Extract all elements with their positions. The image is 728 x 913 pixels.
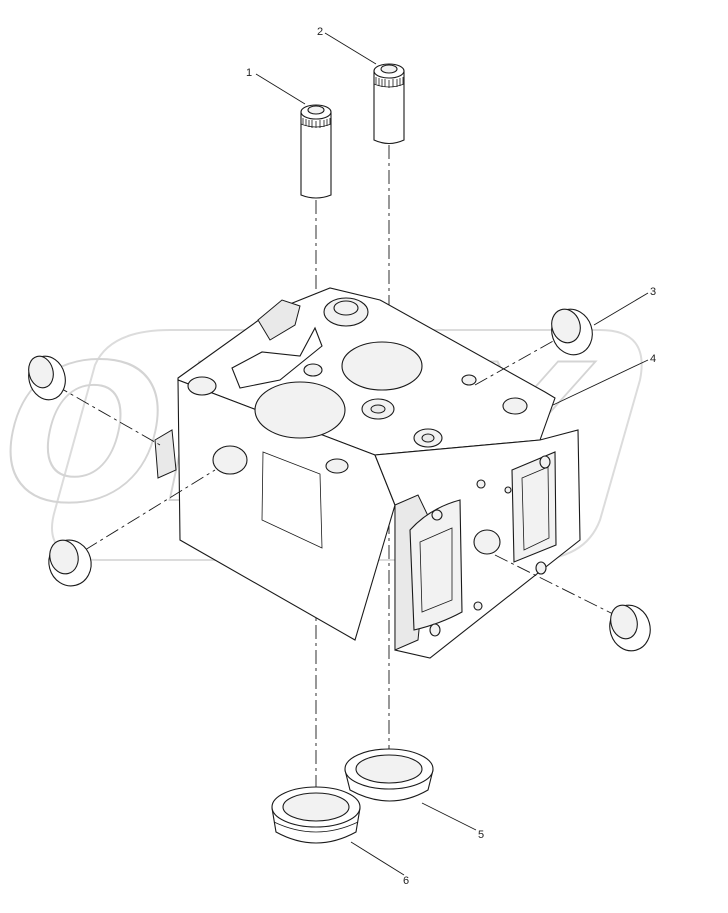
axis-line-plug-left-upper xyxy=(54,384,161,446)
cylinder-head-block xyxy=(154,287,581,659)
cup-plug-left-lower xyxy=(48,539,92,587)
seat-ring-part-5 xyxy=(344,748,434,802)
callout-5: 5 xyxy=(478,829,484,841)
callout-2: 2 xyxy=(317,26,323,38)
callout-6: 6 xyxy=(403,875,409,887)
sleeve-part-2 xyxy=(373,63,405,145)
callout-3: 3 xyxy=(650,286,656,298)
axis-line-plug-left-lower xyxy=(84,469,216,551)
callout-1: 1 xyxy=(246,67,252,79)
sleeve-part-1 xyxy=(300,104,332,199)
cup-plug-part-3-upper xyxy=(551,308,593,356)
leader-lines xyxy=(255,32,649,876)
axis-line-plug-right-lower xyxy=(494,554,616,616)
seat-ring-part-6 xyxy=(271,786,361,844)
cup-plug-left-upper xyxy=(28,355,66,401)
callout-labels: 1 2 3 4 5 6 xyxy=(246,26,656,887)
callout-4: 4 xyxy=(650,353,656,365)
cup-plug-right-lower xyxy=(609,604,651,652)
axis-line-plug-right-upper xyxy=(474,339,556,386)
